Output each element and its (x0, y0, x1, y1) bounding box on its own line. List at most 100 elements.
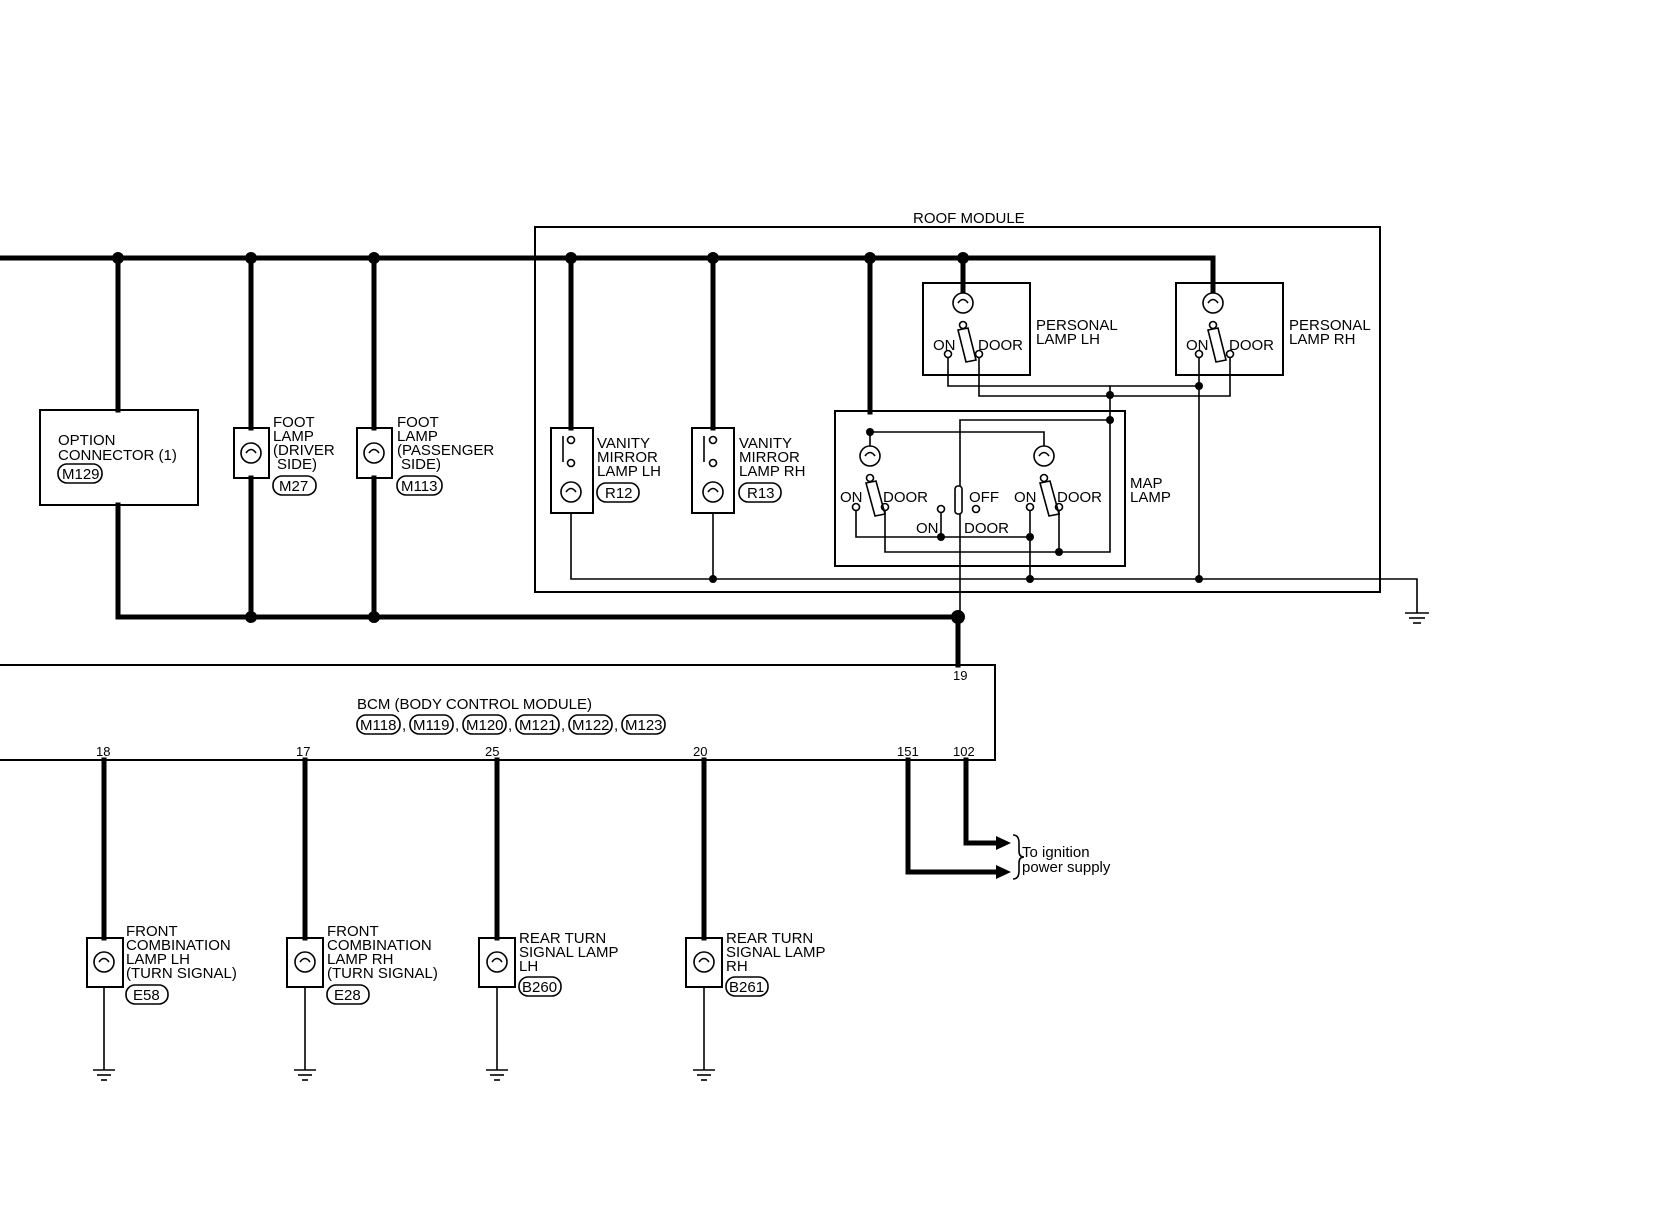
junction-dot (1026, 575, 1034, 583)
lamp-label: MIRROR (739, 449, 800, 466)
pin-number: 18 (96, 744, 110, 759)
vanity-mirror-lamp-lh: VANITY MIRROR LAMP LH R12 (550, 427, 1418, 613)
connector-id: M122 (572, 717, 610, 734)
bcm-connectors: M118 , M119 , M120 , M121 , M122 , M123 (356, 714, 666, 735)
arrow-right-icon (996, 865, 1011, 879)
lamp-label: PERSONAL (1036, 317, 1118, 334)
switch-label-on: ON (1014, 489, 1037, 506)
lamp-label: LH (519, 958, 538, 975)
personal-lamp-rh: ON DOOR PERSONAL LAMP RH (1109, 282, 1371, 583)
lamp-label: SIDE) (277, 456, 317, 473)
top-power-bus (0, 252, 1216, 620)
junction-dot (368, 252, 380, 264)
option-connector: OPTION CONNECTOR (1) M129 (39, 409, 199, 506)
roof-module: ROOF MODULE (534, 210, 1381, 593)
lamp-label: (PASSENGER (397, 442, 494, 459)
junction-dot (245, 611, 257, 623)
arrow-right-icon (996, 836, 1011, 850)
lamp-label: FRONT (126, 923, 178, 940)
connector-id: M129 (62, 466, 100, 483)
lamp-label: LAMP LH (597, 463, 661, 480)
lamp-label: RH (726, 958, 748, 975)
lamp-label: COMBINATION (327, 937, 432, 954)
bcm-title: BCM (BODY CONTROL MODULE) (357, 696, 592, 713)
map-lamp: MAP LAMP ON DOOR OFF ON DOOR ON DOOR (834, 391, 1171, 617)
junction-dot (565, 252, 577, 264)
switch-label-door: DOOR (883, 489, 928, 506)
connector-id: B260 (522, 979, 557, 996)
lamp-label: REAR TURN (519, 930, 606, 947)
rear-turn-signal-lamp-lh: REAR TURN SIGNAL LAMP LH B260 (478, 757, 618, 1081)
pin-number: 19 (953, 668, 967, 683)
lamp-label: SIGNAL LAMP (726, 944, 825, 961)
lamp-label: FOOT (273, 414, 315, 431)
front-combination-lamp-lh: FRONT COMBINATION LAMP LH (TURN SIGNAL) … (86, 757, 237, 1081)
roof-module-title: ROOF MODULE (913, 210, 1025, 227)
connector-id: M123 (625, 717, 663, 734)
ignition-wiring: To ignition power supply (905, 757, 1111, 880)
rear-turn-signal-lamp-rh: REAR TURN SIGNAL LAMP RH B261 (685, 757, 825, 1081)
foot-lamp-passenger: FOOT LAMP (PASSENGER SIDE) M113 (356, 414, 494, 496)
personal-lamp-lh: ON DOOR PERSONAL LAMP LH (922, 282, 1231, 397)
ground-icon (1405, 612, 1429, 624)
connector-separator: , (614, 717, 618, 734)
lamp-label: LAMP (1130, 489, 1171, 506)
connector-id: M118 (360, 717, 396, 734)
junction-dot (709, 575, 717, 583)
lamp-label: COMBINATION (126, 937, 231, 954)
lamp-label: SIGNAL LAMP (519, 944, 618, 961)
pin-number: 17 (296, 744, 310, 759)
connector-id: M27 (279, 478, 308, 495)
lamp-label: PERSONAL (1289, 317, 1371, 334)
roof-module-box (534, 226, 1381, 593)
switch-label-door: DOOR (964, 520, 1009, 537)
switch-label-door: DOOR (1057, 489, 1102, 506)
connector-separator: , (455, 717, 459, 734)
junction-dot (1195, 575, 1203, 583)
junction-dot (937, 533, 945, 541)
connector-id: R12 (605, 485, 633, 502)
lamp-label: REAR TURN (726, 930, 813, 947)
switch-label-door: DOOR (1229, 337, 1274, 354)
connector-id: M119 (413, 717, 449, 734)
lamp-label: VANITY (597, 435, 650, 452)
connector-id: M113 (401, 478, 437, 495)
connector-id: E58 (133, 987, 160, 1004)
junction-dot (707, 252, 719, 264)
lamp-label: LAMP RH (327, 951, 393, 968)
lamp-label: VANITY (739, 435, 792, 452)
switch-label-off: OFF (969, 489, 999, 506)
bcm-module: 19 BCM (BODY CONTROL MODULE) M118 , M119… (0, 664, 996, 761)
lamp-label: (TURN SIGNAL) (126, 965, 237, 982)
connector-separator: , (508, 717, 512, 734)
ignition-label: power supply (1022, 859, 1111, 876)
bcm-19-bus (115, 502, 965, 668)
switch-label-on: ON (1186, 337, 1209, 354)
switch-label-door: DOOR (978, 337, 1023, 354)
lamp-label: LAMP (273, 428, 314, 445)
pin-number: 20 (693, 744, 707, 759)
lamp-label: FRONT (327, 923, 379, 940)
switch-label-on: ON (933, 337, 956, 354)
junction-dot (864, 252, 876, 264)
option-connector-label: CONNECTOR (1) (58, 447, 177, 464)
switch-label-on: ON (840, 489, 863, 506)
junction-dot (368, 611, 380, 623)
vanity-mirror-lamp-rh: VANITY MIRROR LAMP RH R13 (691, 427, 805, 583)
pin-number: 25 (485, 744, 499, 759)
ignition-label: To ignition (1022, 844, 1090, 861)
foot-lamp-driver: FOOT LAMP (DRIVER SIDE) M27 (233, 414, 335, 496)
lamp-label: SIDE) (401, 456, 441, 473)
lamp-label: (TURN SIGNAL) (327, 965, 438, 982)
switch-label-on: ON (916, 520, 939, 537)
lamp-label: FOOT (397, 414, 439, 431)
pin-number: 151 (897, 744, 919, 759)
connector-id: B261 (729, 979, 764, 996)
lamp-label: MAP (1130, 475, 1163, 492)
junction-dot (957, 252, 969, 264)
connector-id: M120 (466, 717, 504, 734)
connector-separator: , (561, 717, 565, 734)
lamp-label: LAMP LH (1036, 331, 1100, 348)
